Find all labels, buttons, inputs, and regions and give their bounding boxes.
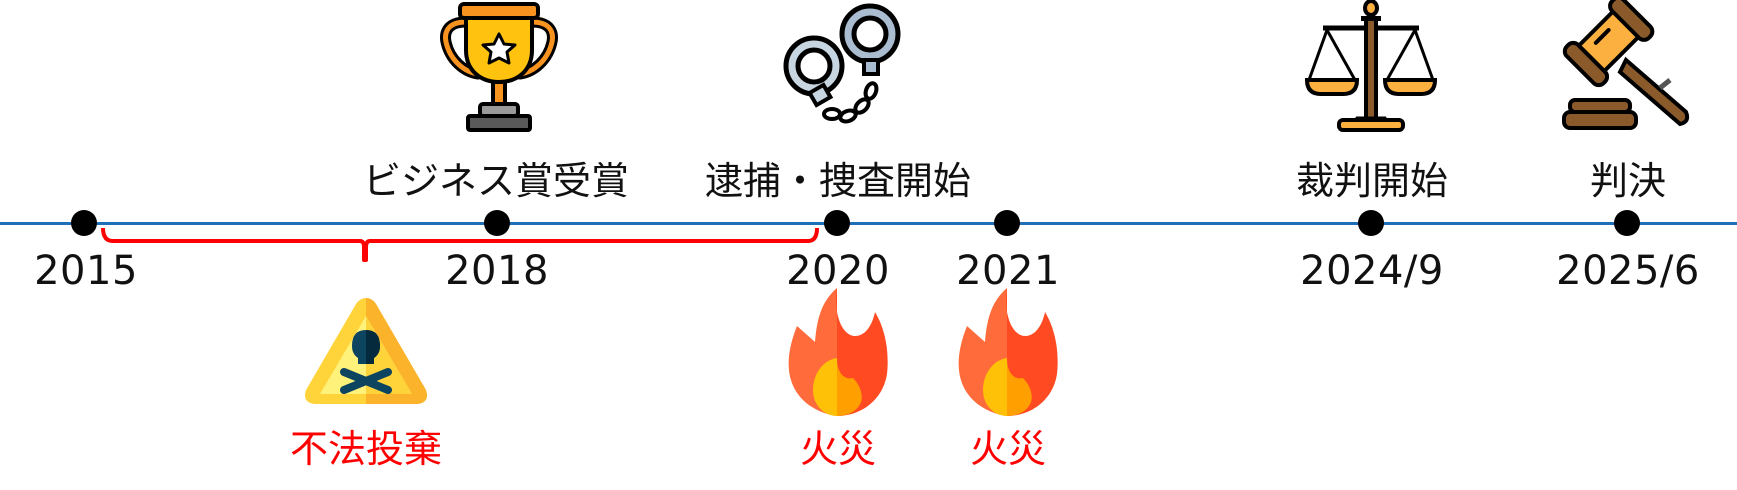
fire-icon [958, 288, 1058, 416]
hazard-warning-icon [305, 298, 427, 404]
year-label: 2018 [445, 248, 549, 294]
handcuffs-icon [783, 3, 901, 124]
year-label: 2025/6 [1556, 248, 1700, 294]
year-label: 2020 [786, 248, 890, 294]
timeline-dot-2020 [824, 210, 850, 236]
event-label: 判決 [1589, 159, 1667, 203]
year-label: 2015 [34, 248, 138, 294]
timeline-dot-2018 [484, 210, 510, 236]
event-label: ビジネス賞受賞 [362, 159, 630, 203]
fire-label: 火災 [799, 427, 877, 471]
timeline-dot-2024-9 [1358, 210, 1384, 236]
fire-icon [788, 288, 888, 416]
trophy-icon [440, 2, 558, 132]
timeline-dot-2015 [71, 210, 97, 236]
timeline-dot-2025-6 [1614, 210, 1640, 236]
event-label: 裁判開始 [1295, 159, 1449, 203]
bracket-label: 不法投棄 [289, 427, 443, 471]
fire-label: 火災 [969, 427, 1047, 471]
year-label: 2021 [956, 248, 1060, 294]
timeline-axis [0, 222, 1737, 225]
scales-of-justice-icon [1305, 0, 1437, 132]
timeline-dot-2021 [994, 210, 1020, 236]
year-label: 2024/9 [1300, 248, 1444, 294]
event-label: 逮捕・捜査開始 [704, 159, 972, 203]
gavel-icon [1562, 0, 1690, 130]
